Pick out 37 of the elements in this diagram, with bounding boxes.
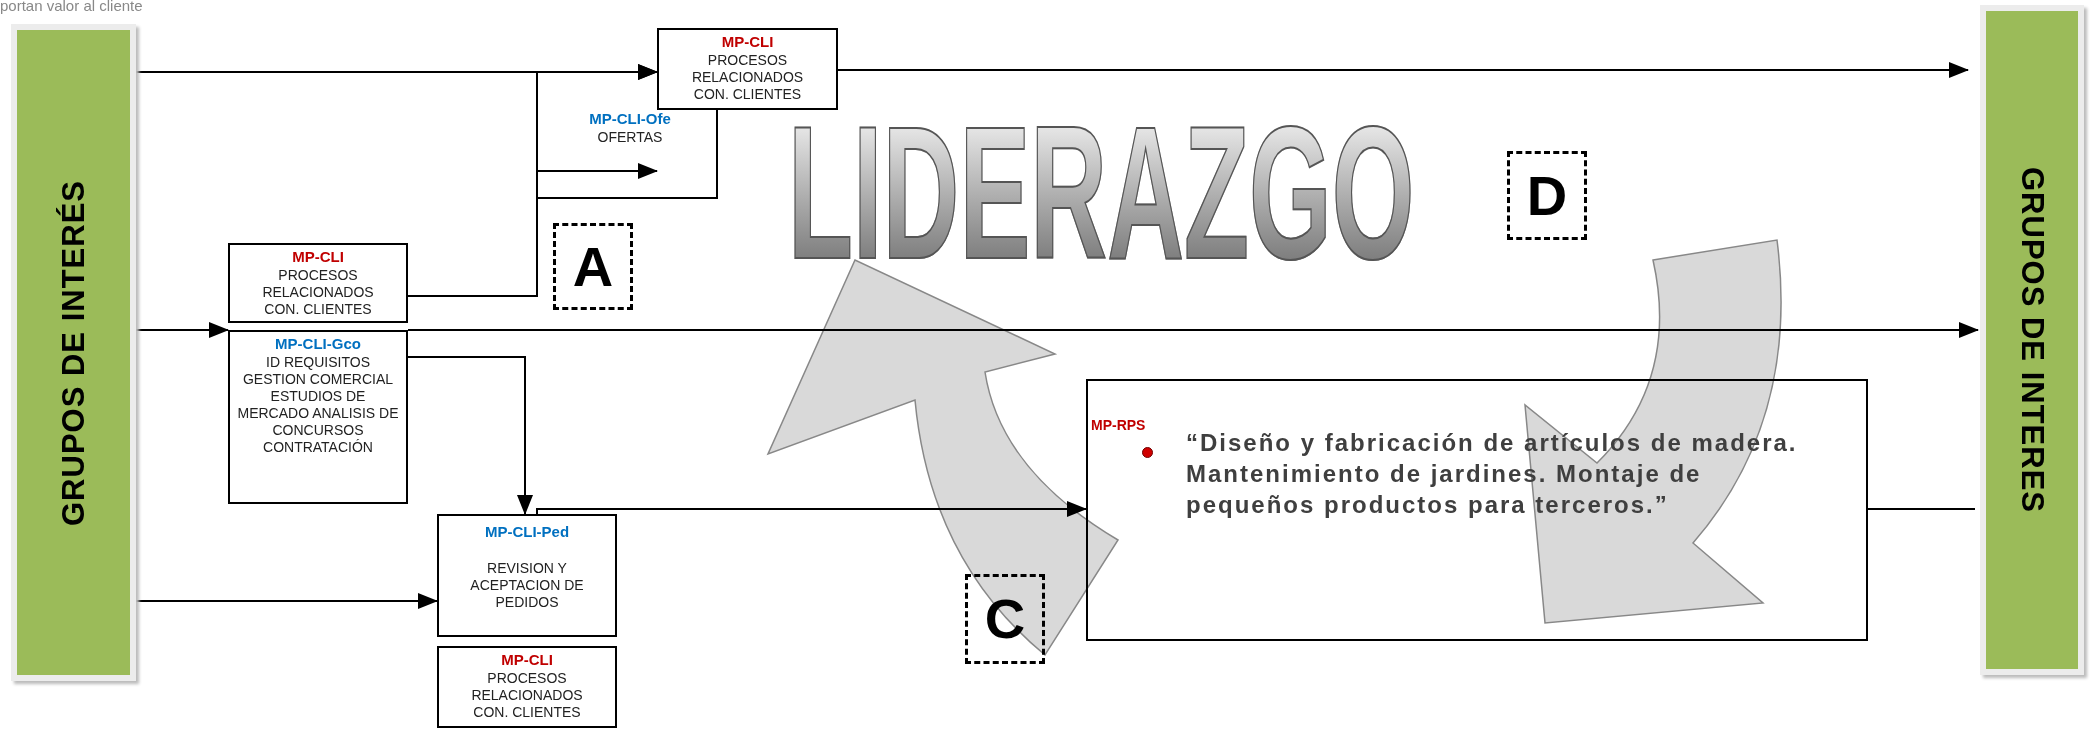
dashed-box (553, 223, 633, 310)
process-code: MP-RPS (1091, 416, 1146, 435)
dashed-box (1507, 151, 1587, 240)
process-code: MP-CLI-Gco (275, 335, 361, 354)
process-box (228, 243, 408, 323)
process-label: OFERTAS (597, 128, 663, 146)
arrow (135, 593, 438, 609)
arrow (135, 322, 229, 338)
stakeholder-bar (1980, 5, 2084, 675)
process-code: MP-CLI (721, 33, 774, 52)
process-box (228, 330, 408, 504)
process-label: ID REQUISITOS GESTION COMERCIAL ESTUDIOS DE MERCADO ANALISIS DE CONCURSOS CONTRATACIÓN (236, 353, 400, 457)
process-label: PROCESOS RELACIONADOS CON. CLIENTES (470, 669, 584, 721)
arrow (837, 62, 1969, 78)
process-box (437, 514, 617, 637)
arrow (407, 356, 533, 515)
stakeholder-label: GRUPOS DE INTERÉS (54, 179, 92, 526)
process-code: MP-CLI-Ofe (589, 110, 671, 129)
section-letter: C (984, 591, 1026, 647)
process-label: PROCESOS RELACIONADOS CON. CLIENTES (261, 266, 375, 318)
process-code: MP-CLI (292, 248, 344, 267)
header-note: portan valor al cliente (0, 0, 143, 16)
process-code: MP-CLI (501, 651, 553, 670)
process-box (1086, 379, 1868, 641)
process-box (657, 28, 838, 110)
arrow (407, 322, 1979, 338)
section-letter: D (1526, 167, 1568, 224)
arrow (407, 163, 658, 297)
dashed-box (965, 574, 1045, 664)
section-letter: A (572, 238, 614, 295)
stakeholder-label: GRUPOS DE INTERES (2014, 167, 2052, 513)
stakeholder-bar (11, 24, 136, 681)
process-label: REVISION Y ACEPTACION DE PEDIDOS (469, 559, 585, 611)
mission-statement: “Diseño y fabricación de artículos de madera. Mantenimiento de jardines. Montaje de pequeños productos para terceros.” (1186, 428, 1799, 521)
arrow (536, 501, 1087, 517)
process-code: MP-CLI-Ped (484, 523, 570, 542)
process-box (437, 646, 617, 728)
